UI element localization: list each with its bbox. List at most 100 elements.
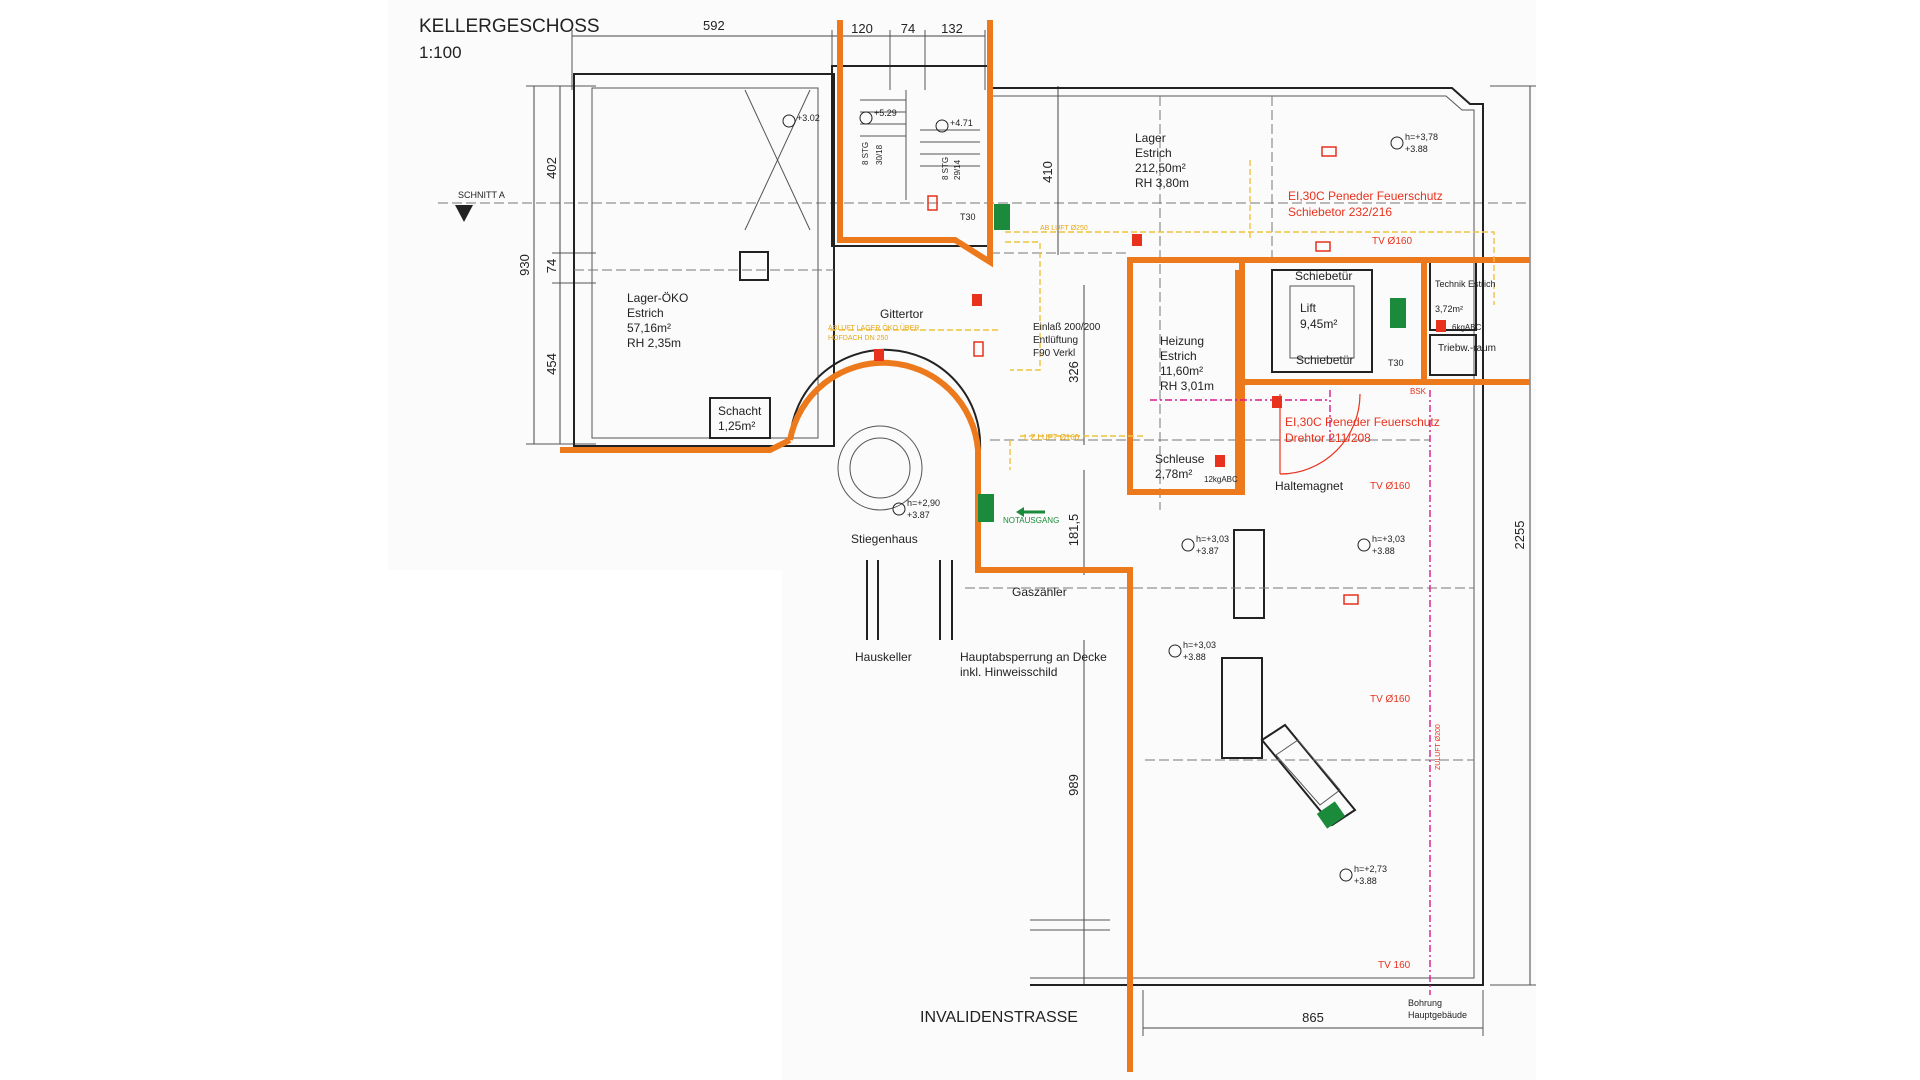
dim-left-74: 74 (544, 259, 559, 273)
fire-extinguisher-icon (1215, 455, 1225, 467)
level-marker-icon (892, 502, 906, 516)
label-gittertor: Gittertor (880, 307, 923, 321)
exit-sign-icon (978, 494, 994, 522)
level-marker-2: +5.29 (859, 108, 897, 125)
label-t30-1: T30 (960, 212, 976, 222)
room-lift: Lift 9,45m² (1300, 301, 1337, 331)
fire-extinguisher-icon (1132, 234, 1142, 246)
room-height: RH 3,80m (1135, 176, 1189, 190)
dim-inner-181-5: 181,5 (1066, 514, 1081, 547)
stair-rise-2: 29/14 (953, 159, 962, 180)
label-t30-2: T30 (1388, 358, 1404, 368)
label-notausgang: NOTAUSGANG (1003, 516, 1059, 525)
room-area: 9,45m² (1300, 317, 1337, 331)
tv-label-4: TV 160 (1378, 960, 1411, 971)
room-area: 1,25m² (718, 419, 755, 433)
label-hauptabsperrung-1: Hauptabsperrung an Decke (960, 650, 1107, 664)
room-stiegenhaus: Stiegenhaus (851, 532, 918, 546)
tv-label-2: TV Ø160 (1370, 481, 1410, 492)
label-einlass-3: F90 Verkl (1033, 348, 1075, 359)
label-ab-luft-2: ABLUFT LAGER ÖKO ÜBER (828, 324, 919, 332)
fire-extinguisher-icon (1272, 396, 1282, 408)
ventilation-lines (830, 160, 1495, 995)
label-hauptabsperrung-2: inkl. Hinweisschild (960, 665, 1057, 679)
room-schleuse: Schleuse 2,78m² (1155, 452, 1205, 481)
room-technik: Technik Estrich 3,72m² (1435, 279, 1496, 314)
label-einlass-1: Einlaß 200/200 (1033, 322, 1101, 333)
level-value: +3.87 (1196, 546, 1219, 556)
label-haltemagnet: Haltemagnet (1275, 479, 1344, 493)
room-area: 2,78m² (1155, 467, 1192, 481)
room-lager: Lager Estrich 212,50m² RH 3,80m (1135, 131, 1189, 190)
room-name: Lager-ÖKO (627, 291, 688, 305)
label-ab-luft-1: AB LUFT Ø250 (1040, 225, 1088, 232)
label-schiebetuer-top: Schiebetür (1295, 269, 1352, 283)
section-marker: SCHNITT A (438, 190, 1530, 222)
level-marker-icon (935, 119, 949, 133)
fire-extinguisher-icon (874, 349, 884, 361)
fire-extinguisher-icon (1436, 320, 1446, 332)
dim-inner-410: 410 (1040, 161, 1055, 183)
level-value: +5.29 (874, 108, 897, 118)
label-gaszaehler: Gaszähler (1012, 585, 1067, 599)
label-bohrung-2: Hauptgebäude (1408, 1010, 1467, 1020)
label-triebwerkraum: Triebw.-raum (1438, 343, 1496, 354)
dimensions-left: 930 402 74 454 (517, 85, 596, 445)
room-area: 57,16m² (627, 321, 671, 335)
exit-sign-icon (994, 204, 1010, 230)
dim-left-454: 454 (544, 353, 559, 375)
dimensions-top: 592 120 74 132 (571, 18, 986, 90)
room-floor: Estrich (1160, 349, 1197, 363)
room-height: RH 3,01m (1160, 379, 1214, 393)
dim-left-402: 402 (544, 157, 559, 179)
dim-right-2255: 2255 (1512, 521, 1527, 550)
dim-top-592: 592 (703, 18, 725, 33)
tv-label-3: TV Ø160 (1370, 694, 1410, 705)
walls (573, 65, 1484, 986)
level-marker-icon (1357, 538, 1371, 552)
drawing-scale: 1:100 (419, 43, 462, 62)
level-marker-6: h=+3,03 +3.87 (1181, 534, 1229, 556)
fire-extinguisher-icon (972, 294, 982, 306)
room-area: 3,72m² (1435, 304, 1463, 314)
room-heizung: Heizung Estrich 11,60m² RH 3,01m (1160, 334, 1214, 393)
room-height: RH 2,35m (627, 336, 681, 350)
dim-left-930: 930 (517, 254, 532, 276)
level-value: +3.88 (1405, 144, 1428, 154)
room-name: Heizung (1160, 334, 1204, 348)
level-h: h=+3,78 (1405, 132, 1438, 142)
dim-top-74: 74 (901, 21, 915, 36)
section-label: SCHNITT A (458, 190, 505, 200)
dim-top-120: 120 (851, 21, 873, 36)
dimensions-inner: 410 326 181,5 989 (1040, 86, 1085, 985)
room-name: Lift (1300, 301, 1317, 315)
level-marker-icon (859, 111, 873, 125)
room-name: Lager (1135, 131, 1166, 145)
room-name: Technik Estrich (1435, 279, 1496, 289)
room-floor: Estrich (1135, 146, 1172, 160)
level-marker-5: h=+2,90 +3.87 (892, 498, 940, 520)
label-einlass-2: Entlüftung (1033, 335, 1078, 346)
level-marker-icon (1339, 868, 1353, 882)
exit-sign-icon (1390, 298, 1406, 328)
tv-label-1: TV Ø160 (1372, 236, 1412, 247)
level-marker-icon (1390, 136, 1404, 150)
fire-door-line1: EI,30C Peneder Feuerschutz (1288, 189, 1443, 203)
room-name: Schacht (718, 404, 762, 418)
smoke-detector-icon (1343, 594, 1359, 605)
level-marker-icon (782, 114, 796, 128)
dimensions-bottom: 865 (1142, 990, 1484, 1036)
smoke-detector-icon (973, 341, 984, 357)
room-lager-oeko: Lager-ÖKO Estrich 57,16m² RH 2,35m (627, 291, 688, 350)
level-marker-1: +3.02 (782, 113, 820, 128)
exit-signs: NOTAUSGANG (978, 204, 1406, 829)
level-value: +3.88 (1354, 876, 1377, 886)
room-floor: Estrich (627, 306, 664, 320)
drawing-title: KELLERGESCHOSS (419, 16, 600, 37)
level-h: h=+3,03 (1372, 534, 1405, 544)
room-name: Schleuse (1155, 452, 1205, 466)
level-marker-9: h=+2,73 +3.88 (1339, 864, 1387, 886)
stair-steps-2: 8 STG (941, 157, 950, 180)
label-bohrung-1: Bohrung (1408, 998, 1442, 1008)
